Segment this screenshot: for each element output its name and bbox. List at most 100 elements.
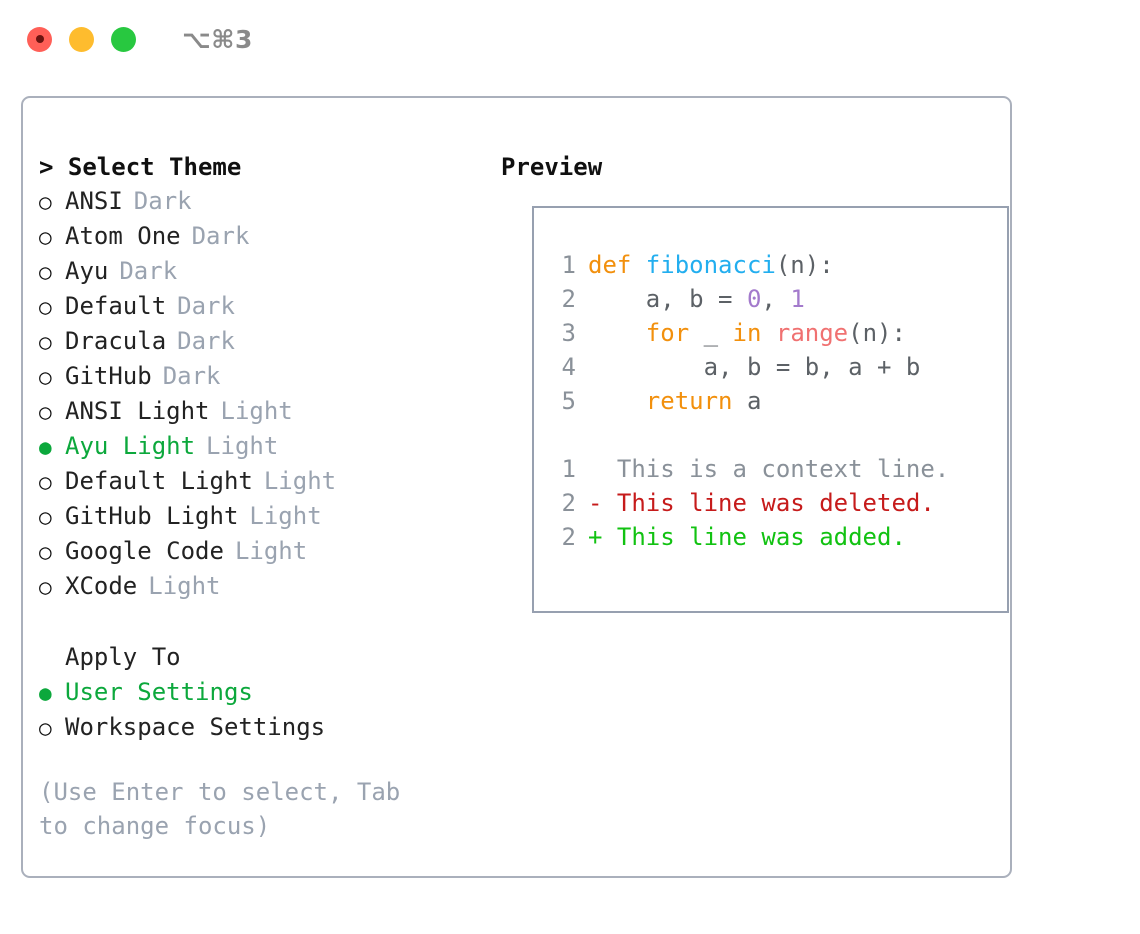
maximize-window-button[interactable] <box>111 26 136 52</box>
code-token: _ <box>689 319 733 347</box>
diff-text: This is a context line. <box>602 455 950 483</box>
line-number: 2 <box>561 489 576 517</box>
diff-sign: - <box>588 489 603 517</box>
radio-unselected-icon: ○ <box>39 540 52 564</box>
theme-option-category: Light <box>220 397 293 425</box>
radio-unselected-icon: ○ <box>39 575 52 599</box>
theme-option-default-light[interactable]: ○ Default Light Light <box>39 464 479 499</box>
keyboard-hint-text: (Use Enter to select, Tab to change focu… <box>39 778 401 840</box>
code-line-content: return a <box>588 384 762 418</box>
preview-heading: Preview <box>501 153 603 181</box>
radio-unselected-icon: ○ <box>39 260 52 284</box>
close-icon <box>35 35 44 43</box>
radio-unselected-icon: ○ <box>39 365 52 389</box>
code-token: , <box>761 285 791 313</box>
diff-sign: + <box>588 523 603 551</box>
code-token: 0 <box>746 285 762 313</box>
theme-option-category: Dark <box>177 292 235 320</box>
traffic-lights <box>27 26 136 52</box>
code-token: range <box>775 319 849 347</box>
theme-option-label: Ayu Light <box>65 432 196 460</box>
radio-selected-icon: ● <box>39 681 52 705</box>
theme-option-default[interactable]: ○ Default Dark <box>39 289 479 324</box>
title-bar: ⌥⌘3 <box>0 0 1140 78</box>
code-line-content: for _ in range(n): <box>588 316 906 350</box>
code-token: 1 <box>790 285 805 313</box>
theme-option-label: Default <box>65 292 167 320</box>
theme-option-category: Light <box>234 537 308 565</box>
code-token: a, b = <box>588 285 747 313</box>
code-token: a <box>732 387 762 415</box>
select-theme-heading: > Select Theme <box>39 153 242 181</box>
theme-option-xcode[interactable]: ○ XCode Light <box>39 569 479 604</box>
line-number: 3 <box>561 319 576 347</box>
apply-to-option-label: Workspace Settings <box>65 713 326 741</box>
theme-option-ayu[interactable]: ○ Ayu Dark <box>39 254 479 289</box>
theme-option-google-code[interactable]: ○ Google Code Light <box>39 534 479 569</box>
diff-text: This line was added. <box>602 523 906 551</box>
theme-option-label: ANSI Light <box>65 397 210 425</box>
radio-unselected-icon: ○ <box>39 295 52 319</box>
theme-option-label: GitHub <box>65 362 152 390</box>
diff-text: This line was deleted. <box>602 489 935 517</box>
line-number: 1 <box>561 455 576 483</box>
close-window-button[interactable] <box>27 26 52 52</box>
theme-option-ansi-light[interactable]: ○ ANSI Light Light <box>39 394 479 429</box>
apply-to-option-workspace-settings[interactable]: ○ Workspace Settings <box>39 710 479 745</box>
theme-option-label: Google Code <box>65 537 224 565</box>
code-token: return <box>645 387 733 415</box>
code-diff-separator <box>550 418 949 452</box>
radio-unselected-icon: ○ <box>39 716 52 740</box>
code-line: 1 def fibonacci(n): <box>550 248 949 282</box>
code-token: (n): <box>775 251 834 279</box>
radio-unselected-icon: ○ <box>39 400 52 424</box>
theme-option-label: Ayu <box>65 257 109 285</box>
code-line-content: a, b = b, a + b <box>588 350 921 384</box>
code-line: 5 return a <box>550 384 949 418</box>
theme-option-category: Light <box>148 572 221 600</box>
radio-selected-icon: ● <box>39 435 52 459</box>
theme-option-category: Light <box>263 467 337 495</box>
line-number: 1 <box>561 251 576 279</box>
hint-spacer <box>39 745 479 775</box>
apply-to-heading-marker <box>39 641 65 675</box>
code-line: 4 a, b = b, a + b <box>550 350 949 384</box>
theme-option-category: Light <box>249 502 322 530</box>
theme-option-label: Dracula <box>65 327 167 355</box>
apply-to-list[interactable]: ● User Settings ○ Workspace Settings <box>39 675 479 745</box>
diff-sign <box>588 452 602 486</box>
code-token: a, b = b, a + b <box>588 353 921 381</box>
apply-to-option-user-settings[interactable]: ● User Settings <box>39 675 479 710</box>
radio-unselected-icon: ○ <box>39 190 52 214</box>
theme-option-label: XCode <box>65 572 138 600</box>
minimize-window-button[interactable] <box>69 26 94 52</box>
code-token <box>761 319 775 347</box>
code-token <box>588 387 646 415</box>
diff-line: 2+ This line was added. <box>550 520 949 554</box>
radio-unselected-icon: ○ <box>39 330 52 354</box>
apply-to-heading-row: Apply To <box>39 640 479 675</box>
theme-option-label: Default Light <box>65 467 253 495</box>
radio-unselected-icon: ○ <box>39 470 52 494</box>
apply-to-option-label: User Settings <box>65 678 253 706</box>
theme-option-category: Dark <box>119 257 178 285</box>
section-spacer <box>39 604 479 640</box>
code-line: 2 a, b = 0, 1 <box>550 282 949 316</box>
apply-to-heading-label: Apply To <box>65 643 181 671</box>
code-line-content: def fibonacci(n): <box>588 248 834 282</box>
code-token: def <box>588 251 646 279</box>
code-token: for <box>645 319 690 347</box>
